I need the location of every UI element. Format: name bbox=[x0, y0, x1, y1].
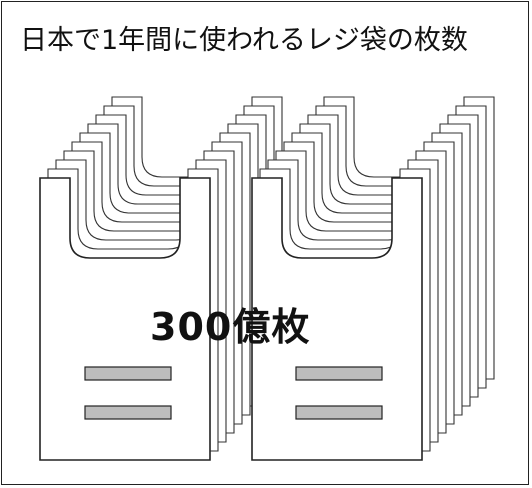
right-bar-2 bbox=[295, 405, 383, 420]
bag-count-label: 300億枚 bbox=[150, 305, 311, 349]
figure-title: 日本で1年間に使われるレジ袋の枚数 bbox=[20, 25, 468, 56]
bag-front-left bbox=[39, 177, 211, 461]
bag-front-right bbox=[251, 177, 423, 461]
left-bar-1 bbox=[84, 366, 172, 381]
bag-stack-group bbox=[39, 96, 495, 461]
left-bar-2 bbox=[84, 405, 172, 420]
right-bar-1 bbox=[295, 366, 383, 381]
